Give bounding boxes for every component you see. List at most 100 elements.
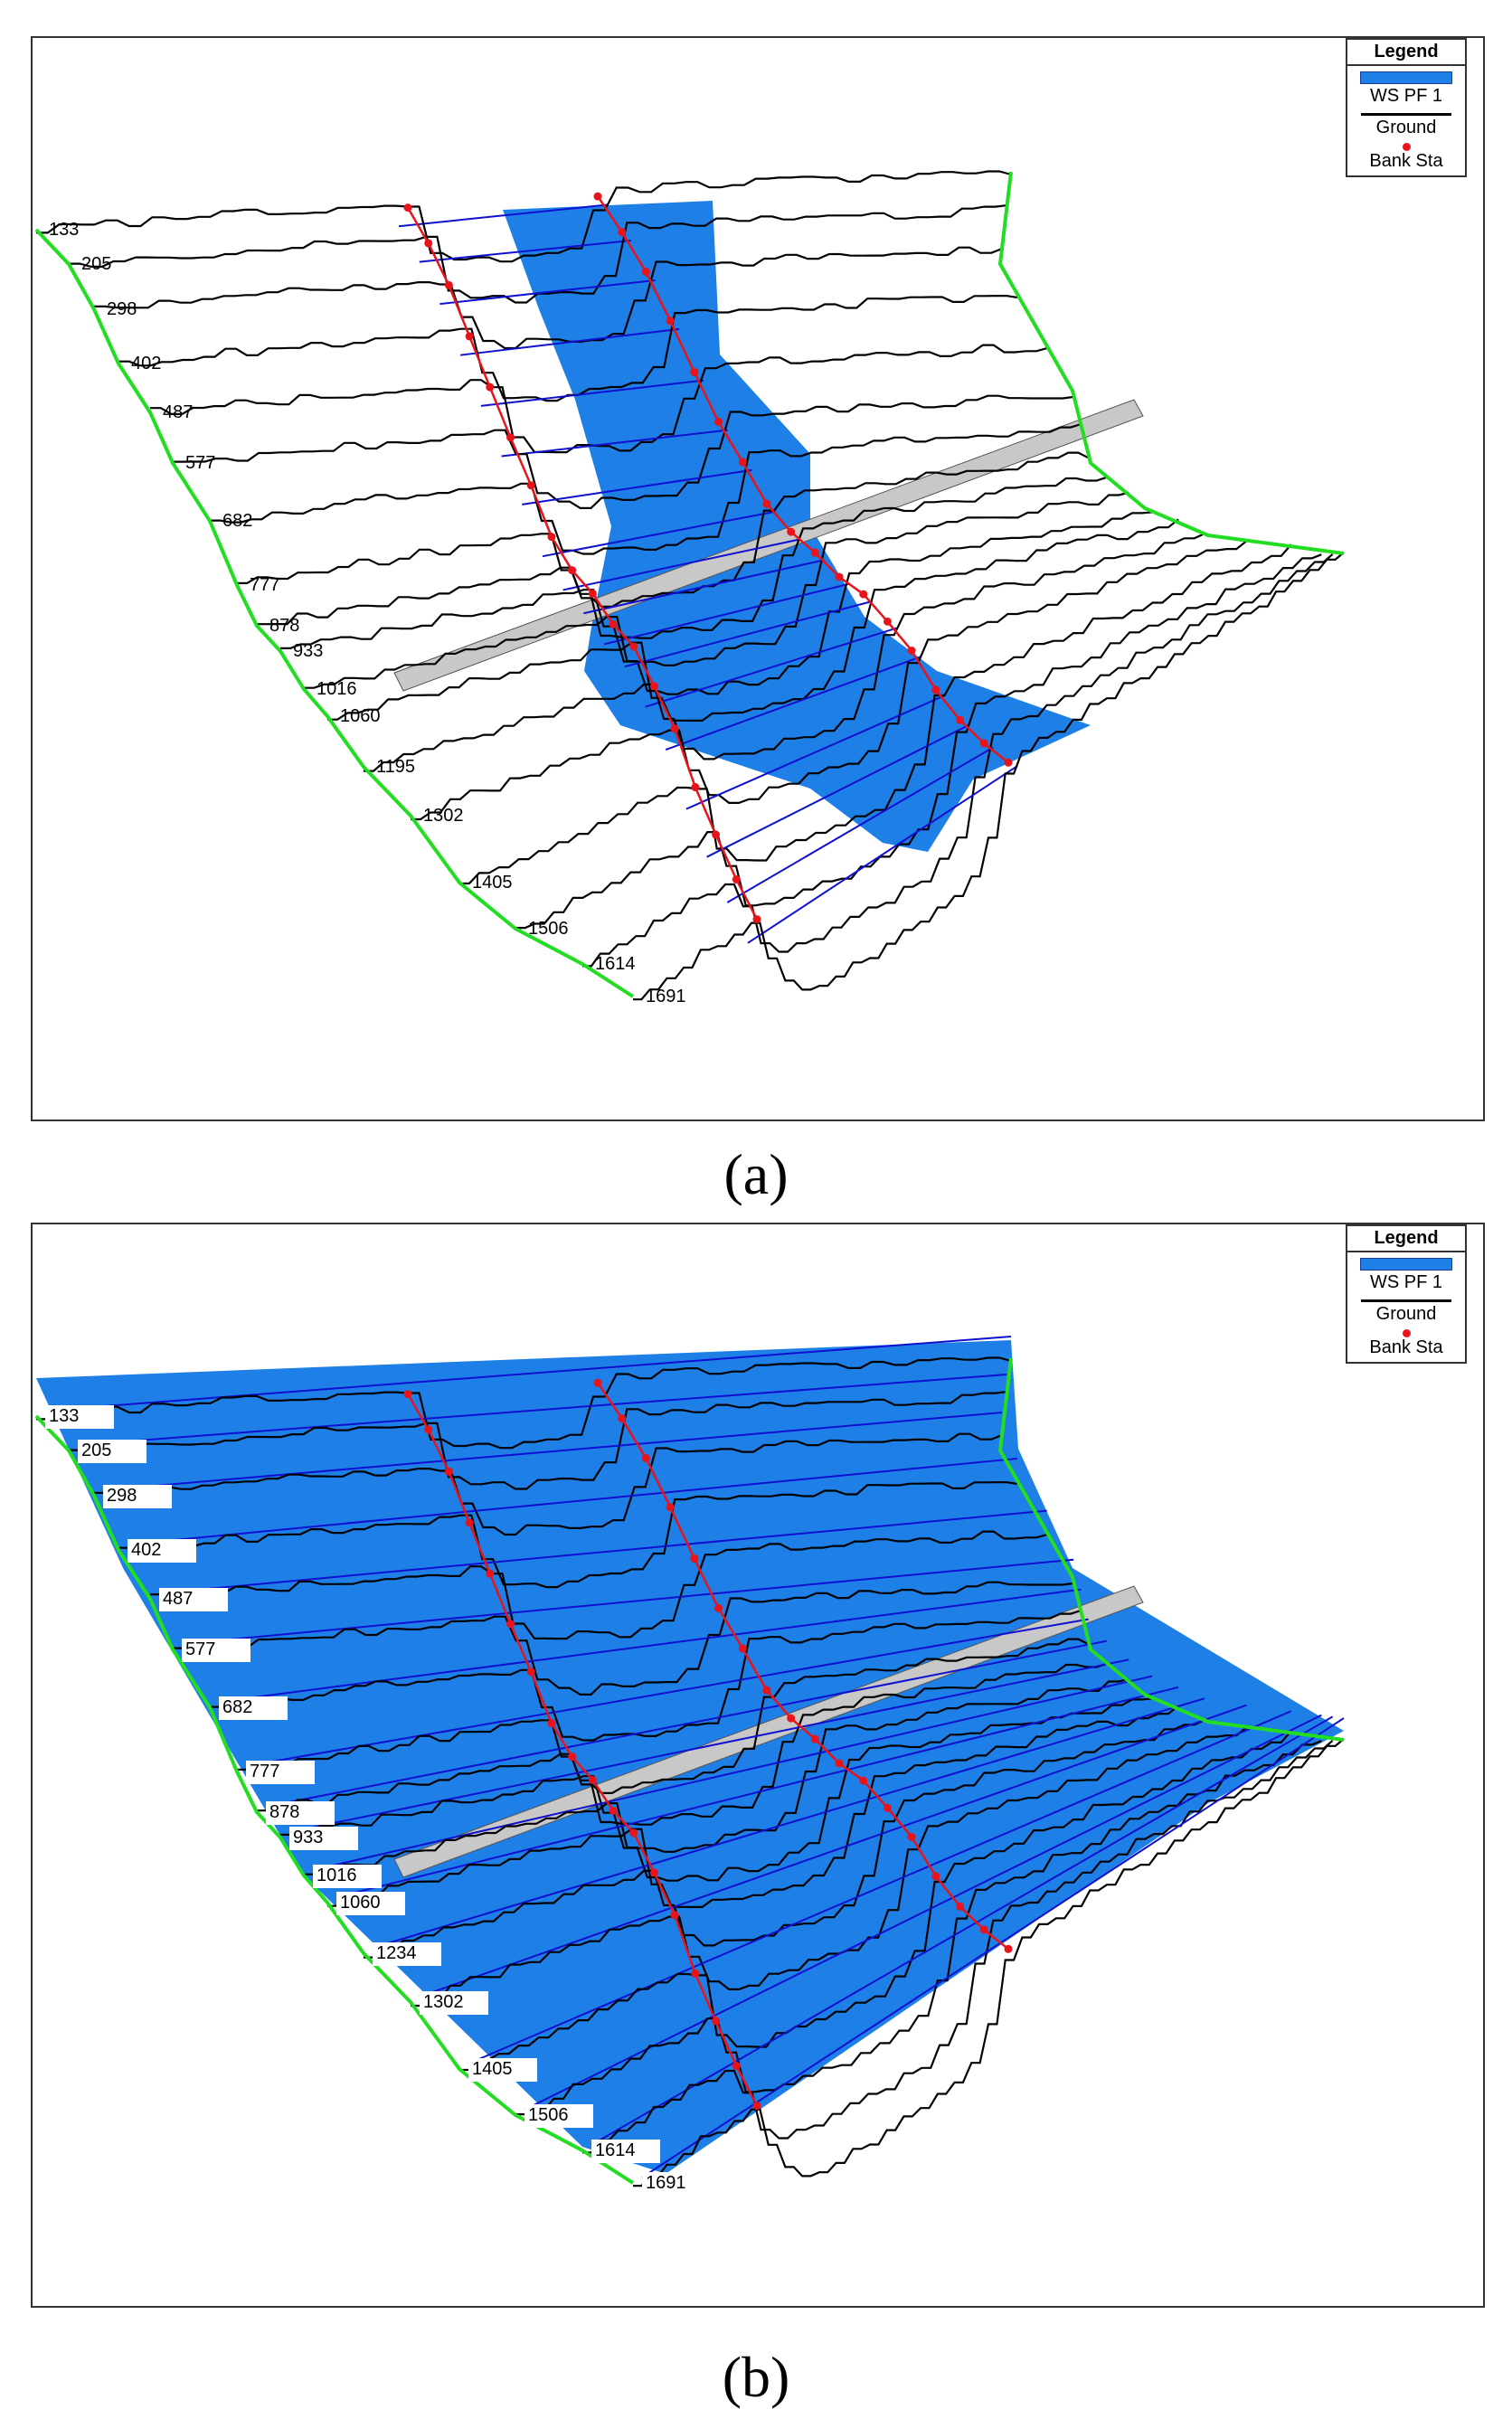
water-surface-line [562,538,800,591]
ground-section-line [237,1638,1090,1795]
station-label-box [420,1991,488,2015]
station-label-box [524,2104,593,2128]
bank-station-dot [618,1414,627,1423]
bank-station-dot [907,647,916,656]
legend-water-label: WS PF 1 [1369,1272,1442,1292]
bank-station-dot [690,1554,699,1563]
legend-water-label: WS PF 1 [1369,86,1442,106]
bank-station-dot [712,830,721,839]
station-label-box [591,2140,660,2163]
station-label-box [246,1761,315,1784]
station-label: 133 [49,1406,79,1426]
bank-station-dot [738,458,747,467]
station-label: 1060 [340,1893,381,1913]
station-label: 298 [107,1486,137,1506]
bank-station-dot [979,1925,988,1934]
bank-station-dot [609,1806,618,1815]
station-label-box [45,1405,114,1429]
water-surface-line [591,1715,1334,2146]
ground-section-line [515,1740,1322,2116]
water-surface-line [641,1717,1345,2178]
bank-station-dot [752,2102,761,2111]
left-bank-line [406,206,759,921]
bank-station-dot [506,1620,515,1629]
station-label-box [128,1539,196,1563]
bank-station-dot [956,715,965,724]
ground-section-line [280,1677,1129,1853]
ground-section-line [327,518,1179,723]
water-surface-line [665,656,921,751]
station-label: 205 [81,1441,111,1460]
ground-section-line [364,1719,1205,1959]
caption-a: (a) [723,1142,789,1206]
bank-station-dot [649,682,658,691]
bank-station-dot [465,1518,474,1527]
ground-section-line [36,1356,1012,1450]
bank-station-dot [641,1454,650,1463]
ground-section-line [411,1726,1248,2008]
bank-station-dot [883,617,892,626]
station-label: 878 [269,616,299,636]
reach-line-right [997,171,1345,555]
legend-ground-line [1361,113,1451,116]
station-label: 777 [250,1762,279,1781]
station-label: 1691 [646,2173,686,2193]
station-label-box [289,1827,358,1850]
water-surface-line [218,1588,1082,1703]
water-surface-line [158,1509,1047,1594]
bank-station-dot [907,1833,916,1842]
bank-station-dot [931,685,940,694]
water-surface-line [583,559,825,615]
ground-section-line [237,451,1090,609]
station-label: 1614 [595,2140,636,2160]
bank-station-dot [666,1503,675,1512]
right-bank-line [596,1382,1009,1951]
station-label: 682 [222,1697,252,1717]
water-surface-line [468,1710,1292,2064]
water-surface-line [245,1618,1089,1767]
bank-station-dot [568,566,577,575]
station-label-box [159,1588,228,1611]
right-bank-line [596,195,1009,764]
station-label-box [219,1696,288,1720]
ground-section-line [582,1739,1334,2154]
water-surface-line [335,1686,1179,1898]
bank-station-dot [1004,1944,1013,1953]
bank-station-dot [979,739,988,748]
bank-station-dot [835,572,844,581]
ground-section-line [118,1481,1017,1589]
water-surface-line [645,627,897,708]
water-surface-line [44,1336,1012,1412]
water-surface-line [747,765,1018,944]
bank-station-dot [588,1775,597,1784]
bank-station-dot [787,527,796,536]
bank-station-dot [593,1378,602,1387]
station-label: 205 [81,254,111,274]
station-label: 1060 [340,706,381,726]
bank-station-dot [835,1759,844,1768]
station-label: 777 [250,575,279,595]
station-label-box [642,2172,711,2196]
water-surface-line [372,1697,1205,1949]
water-surface-line [439,279,656,306]
station-label: 878 [269,1802,299,1822]
bank-station-dot [506,433,515,442]
station-label-box [182,1639,250,1662]
bank-station-dot [403,1390,412,1399]
station-label-box [373,1942,441,1966]
bank-station-dot [691,1970,700,1979]
ground-section-line [515,553,1322,930]
bank-station-dot [588,589,597,598]
bank-station-dot [670,1911,679,1920]
station-label: 298 [107,299,137,319]
station-label: 133 [49,220,79,240]
bank-station-dot [732,874,741,883]
station-label: 577 [185,1639,215,1659]
station-label: 1614 [595,954,636,974]
legend-water-swatch [1360,1258,1452,1271]
station-label: 933 [293,641,323,661]
station-label-box [78,1440,146,1463]
station-label-box [336,1892,405,1915]
bank-station-dot [666,316,675,326]
